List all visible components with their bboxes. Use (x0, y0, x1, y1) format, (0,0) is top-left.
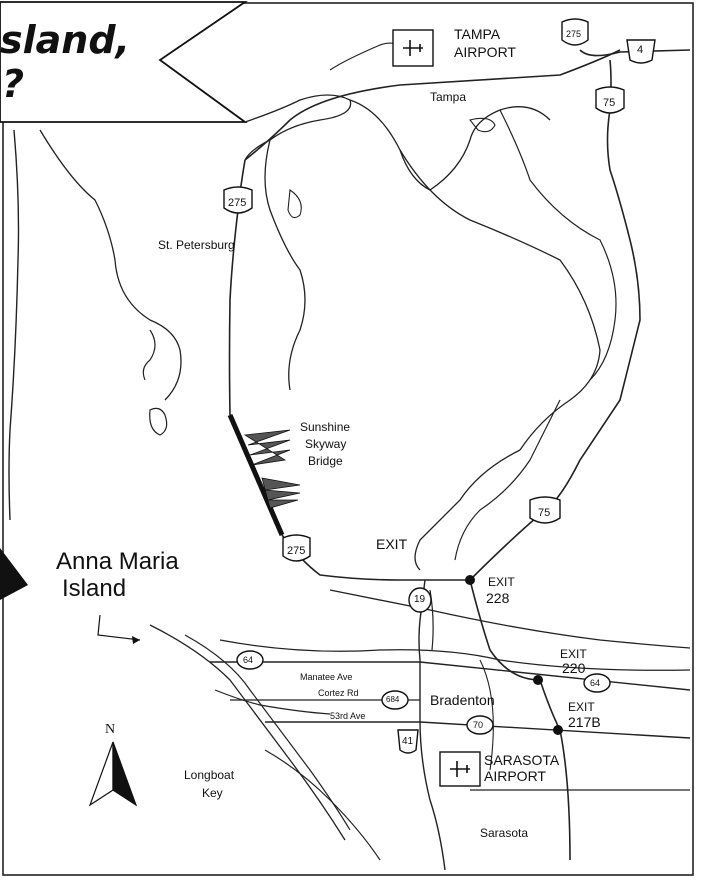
exit-220-dot (533, 675, 543, 685)
local-road (479, 659, 494, 771)
pinellas-coast (39, 129, 182, 401)
tampa-airport-label-1: TAMPA (454, 26, 501, 42)
sr64-east-shield: 64 (590, 678, 601, 688)
sarasota-bay-coast (264, 749, 381, 861)
east-bay-shore (399, 149, 601, 451)
i275-top-shield: 275 (566, 29, 582, 39)
north-shore (329, 42, 401, 71)
i75-top-shield: 75 (603, 97, 616, 109)
sr19-shield: 19 (414, 594, 426, 605)
title-line-1: sland, (0, 18, 130, 62)
bradenton-label: Bradenton (430, 692, 495, 708)
us-highway-shield-icon (397, 39, 656, 754)
exit-220-label: EXIT (560, 647, 587, 661)
edge-arrowhead (0, 548, 28, 600)
title-banner (0, 1, 248, 123)
i275-road-tampa (244, 49, 621, 161)
anna-maria-pointer (97, 614, 141, 641)
exit-217-number: 217B (568, 714, 601, 730)
us41-road (418, 579, 446, 871)
longboat-key-label-1: Longboat (184, 768, 235, 782)
exit-217-label: EXIT (568, 700, 595, 714)
tampa-airport-label-2: AIRPORT (454, 44, 516, 60)
title-line-2: ? (2, 62, 25, 106)
old-tampa-bay-shore (244, 94, 352, 161)
sunshine-label-2: Skyway (305, 437, 347, 451)
coast-island (149, 407, 168, 436)
sr684-shield: 684 (386, 695, 400, 704)
i275-mid-shield: 275 (228, 197, 247, 209)
sunshine-label-3: Bridge (308, 454, 343, 468)
53rd-ave-label: 53rd Ave (330, 711, 366, 721)
state-route-shield-icon (236, 587, 611, 735)
manatee-river-south (219, 639, 691, 671)
exit-228-dot (465, 575, 475, 585)
manatee-shore (414, 449, 521, 571)
anna-maria-label-2: Island (62, 575, 127, 602)
map-frame (2, 2, 694, 876)
manatee-river-north (329, 589, 691, 649)
anna-maria-inner-coast (184, 634, 351, 831)
sunshine-label-1: Sunshine (300, 420, 351, 434)
exit-220-number: 220 (562, 660, 586, 676)
sunshine-skyway-bridge (227, 414, 285, 536)
i4-road (579, 49, 691, 57)
manatee-inland-shore (454, 399, 561, 561)
53rd-ave-road (265, 721, 691, 739)
exit-top-label: EXIT (376, 536, 408, 552)
north-arrow-left (88, 741, 114, 807)
cortez-rd-label: Cortez Rd (318, 688, 359, 698)
skyway-cables-south (261, 477, 301, 509)
us4-shield: 4 (637, 44, 644, 56)
coast-west (8, 129, 20, 521)
sarasota-airport-label-2: AIRPORT (484, 768, 546, 784)
exit-228-label: EXIT (488, 575, 515, 589)
sarasota-label: Sarasota (480, 826, 529, 840)
i275-bridge-shield: 275 (287, 545, 306, 557)
i75-road-south (469, 509, 571, 861)
manatee-ave-road (210, 661, 691, 691)
sarasota-airport-label-1: SARASOTA (484, 752, 560, 768)
hillsborough-bay-shore (349, 99, 551, 191)
st-pete-shore (264, 139, 306, 391)
anna-maria-label-1: Anna Maria (56, 548, 179, 575)
coast-islet (142, 329, 156, 381)
i75-mid-shield: 75 (538, 507, 551, 519)
exit-228-number: 228 (486, 590, 510, 606)
anna-maria-coast (149, 624, 346, 841)
us41-shield: 41 (402, 736, 414, 747)
manatee-ave-label: Manatee Ave (300, 672, 353, 682)
tampa-airplane-icon (392, 29, 434, 67)
skyway-cables-north (243, 429, 291, 466)
sarasota-bay-north (214, 689, 331, 715)
longboat-key-label-2: Key (202, 786, 223, 800)
st-petersburg-label: St. Petersburg (158, 238, 235, 252)
sr64-west-shield: 64 (243, 655, 254, 665)
sr70-shield: 70 (473, 720, 484, 730)
bay-islet (287, 189, 302, 219)
interstate-shield-icon (223, 18, 625, 562)
i75-road-north (544, 59, 641, 511)
tampa-label: Tampa (430, 90, 467, 104)
exit-217-dot (553, 725, 563, 735)
north-label: N (105, 722, 116, 737)
davis-islands (469, 117, 496, 133)
north-arrow-right (112, 741, 138, 807)
east-inland-shore (499, 109, 617, 381)
